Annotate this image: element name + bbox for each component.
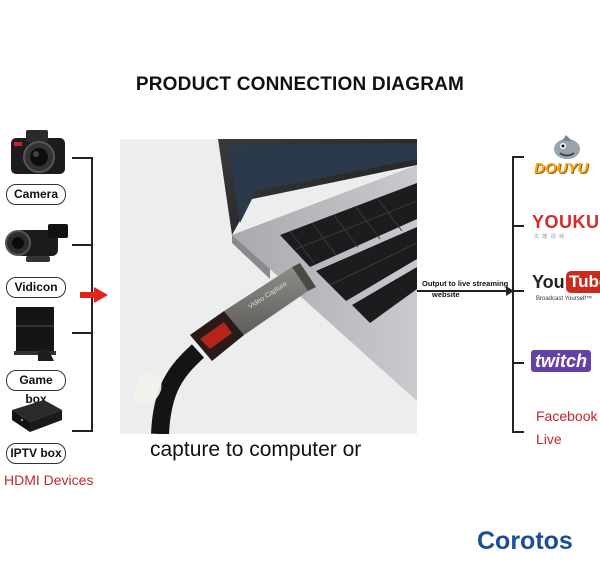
douyu-mascot-icon bbox=[554, 135, 580, 159]
bracket-tick bbox=[512, 225, 524, 227]
device-label-vidicon: Vidicon bbox=[6, 277, 66, 298]
bracket-tick bbox=[512, 290, 524, 292]
output-arrow-line bbox=[417, 290, 512, 292]
arrowhead-icon bbox=[506, 286, 514, 296]
camera-icon bbox=[11, 130, 65, 174]
device-label-camera: Camera bbox=[6, 184, 66, 205]
right-bracket bbox=[512, 156, 514, 433]
youtube-slogan: Broadcast Yourself™ bbox=[536, 296, 593, 302]
device-label-iptv-box: IPTV box bbox=[6, 443, 66, 464]
bracket-tick bbox=[72, 430, 92, 432]
output-line-2: website bbox=[432, 290, 460, 299]
douyu-logo: DOUYU bbox=[534, 160, 589, 177]
bracket-tick bbox=[512, 156, 524, 158]
youtube-logo-you: You bbox=[532, 272, 565, 292]
caption-text: capture to computer or bbox=[150, 438, 362, 461]
youtube-logo-tube: Tube bbox=[566, 271, 600, 293]
bracket-tick bbox=[512, 431, 524, 433]
twitch-logo: twitch bbox=[531, 350, 591, 372]
hdmi-devices-label: HDMI Devices bbox=[4, 472, 94, 488]
red-arrow-icon bbox=[80, 287, 108, 303]
bracket-tick bbox=[72, 332, 92, 334]
output-description: Output to live streaming website bbox=[422, 278, 508, 300]
bracket-tick bbox=[72, 244, 92, 246]
bracket-tick bbox=[72, 157, 92, 159]
game-console-icon bbox=[14, 307, 56, 361]
device-label-game-box: Game box bbox=[6, 370, 66, 406]
laptop-capture-illustration: Video Capture bbox=[120, 139, 417, 434]
corotos-watermark: Corotos bbox=[477, 527, 573, 555]
iptv-box-icon bbox=[12, 400, 62, 432]
camcorder-icon bbox=[5, 224, 68, 262]
bracket-tick bbox=[512, 362, 524, 364]
youku-subtitle: 优 酷 视 频 bbox=[534, 234, 566, 240]
facebook-label: Facebook bbox=[536, 408, 598, 424]
youku-logo: YOUKU bbox=[532, 212, 600, 232]
output-line-1: Output to live streaming bbox=[422, 279, 509, 288]
diagram-title: PRODUCT CONNECTION DIAGRAM bbox=[135, 74, 465, 95]
product-photo: Video Capture bbox=[120, 139, 417, 434]
live-label: Live bbox=[536, 431, 562, 447]
